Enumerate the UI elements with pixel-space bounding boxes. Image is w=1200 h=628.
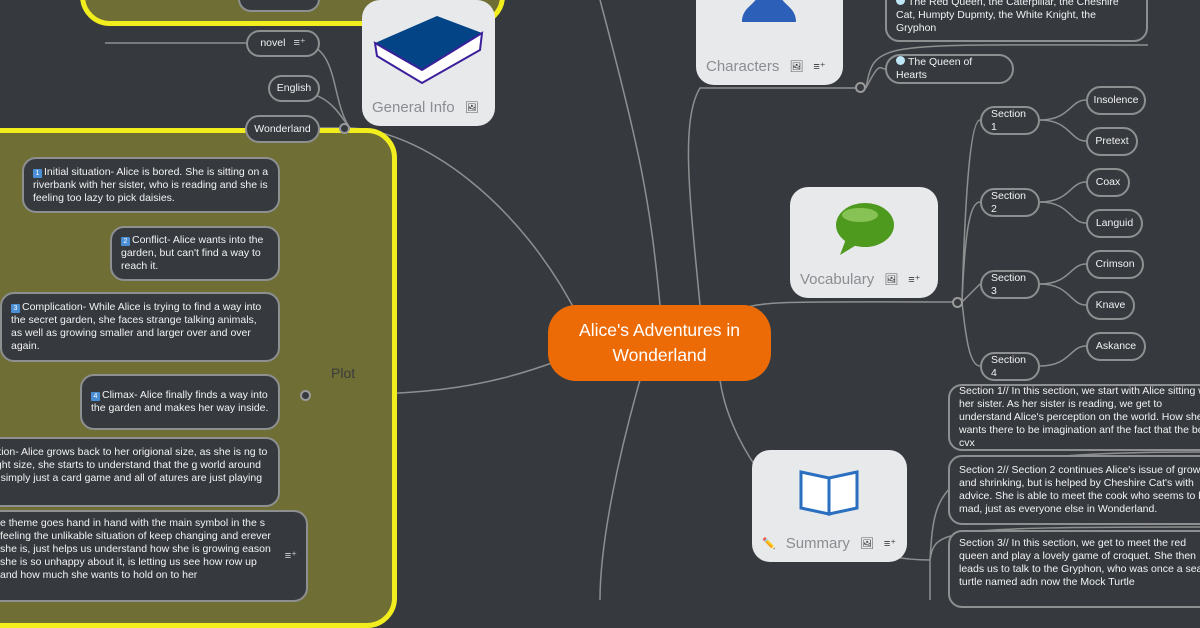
summary-item-2[interactable]: Section 2// Section 2 continues Alice's …: [948, 455, 1200, 525]
card-label: General Info: [372, 99, 455, 116]
card-label: Characters: [706, 58, 780, 75]
vocab-word[interactable]: Crimson: [1086, 250, 1144, 279]
plot-item-5[interactable]: ng Action- Alice grows back to her origi…: [0, 437, 280, 507]
image-icon[interactable]: 🖼: [464, 102, 479, 114]
plot-item-text: ng Action- Alice grows back to her origi…: [0, 446, 268, 497]
node-label: Section 1: [991, 107, 1027, 133]
speech-bubble-icon: [836, 203, 894, 255]
number-4-icon: 4: [91, 392, 100, 401]
node-label: Insolence: [1093, 94, 1139, 106]
characters-item-1[interactable]: The Red Queen, the Caterpillar, the Ches…: [885, 0, 1148, 42]
number-2-icon: 2: [121, 237, 130, 246]
node-label: Languid: [1095, 217, 1134, 229]
plot-item-text: Conflict- Alice wants into the garden, b…: [121, 234, 264, 272]
number-3-icon: 3: [11, 304, 20, 313]
characters-junction: [855, 82, 866, 93]
node-label: Coax: [1095, 176, 1121, 188]
card-label: Summary: [785, 535, 850, 552]
image-icon[interactable]: 🖼: [859, 538, 874, 550]
node-label: Pretext: [1095, 135, 1129, 147]
vocab-section-4[interactable]: Section 4: [980, 352, 1040, 381]
note-icon[interactable]: ≡⁺: [813, 61, 826, 73]
people-icon: [742, 0, 796, 22]
node-label: novel: [260, 37, 286, 49]
vocab-section-2[interactable]: Section 2: [980, 188, 1040, 217]
plot-item-6[interactable]: e theme goes hand in hand with the main …: [0, 510, 308, 602]
note-icon[interactable]: ≡⁺: [883, 538, 897, 550]
vocab-word[interactable]: Insolence: [1086, 86, 1146, 115]
general-info-card[interactable]: General Info 🖼: [362, 0, 495, 126]
plot-label: Plot: [331, 365, 356, 381]
bullet-icon: [896, 56, 905, 65]
vocab-word[interactable]: Pretext: [1086, 127, 1138, 156]
plot-item-text: Climax- Alice finally finds a way into t…: [91, 389, 269, 414]
characters-item-2[interactable]: The Queen of Hearts: [885, 54, 1014, 84]
node-label: Wonderland: [254, 122, 311, 135]
characters-card[interactable]: Characters 🖼 ≡⁺: [696, 0, 843, 85]
note-icon[interactable]: ≡⁺: [284, 549, 297, 562]
node-label: Section 2: [991, 189, 1027, 215]
general-info-junction: [339, 123, 350, 134]
vocab-word[interactable]: Askance: [1086, 332, 1146, 361]
open-book-icon: [799, 470, 859, 516]
image-icon[interactable]: 🖼: [884, 274, 899, 286]
node-label: Section 3// In this section, we get to m…: [959, 537, 1200, 588]
pencil-icon: ✏️: [762, 538, 776, 550]
central-topic[interactable]: Alice's Adventures in Wonderland: [548, 305, 771, 381]
vocab-word[interactable]: Languid: [1086, 209, 1143, 238]
node-label: Section 4: [991, 353, 1027, 379]
vocab-word[interactable]: Knave: [1086, 291, 1135, 320]
number-1-icon: 1: [33, 168, 42, 178]
node-label: Section 3: [991, 271, 1027, 297]
node-label: Section 1// In this section, we start wi…: [959, 385, 1200, 449]
image-icon[interactable]: 🖼: [789, 61, 804, 73]
general-info-novel[interactable]: novel ≡⁺: [246, 30, 320, 57]
vocab-section-1[interactable]: Section 1: [980, 106, 1040, 135]
vocab-section-3[interactable]: Section 3: [980, 270, 1040, 299]
node-label: English: [276, 82, 312, 94]
node-label: Askance: [1095, 340, 1137, 352]
general-info-wonderland[interactable]: Wonderland: [245, 115, 320, 143]
node-label: The Queen of Hearts: [896, 56, 973, 81]
plot-item-text: Complication- While Alice is trying to f…: [11, 301, 262, 352]
plot-junction: [300, 390, 311, 401]
plot-item-text: Initial situation- Alice is bored. She i…: [33, 165, 269, 204]
bullet-icon: [896, 0, 905, 5]
vocabulary-junction: [952, 297, 963, 308]
summary-item-3[interactable]: Section 3// In this section, we get to m…: [948, 530, 1200, 608]
plot-item-text: e theme goes hand in hand with the main …: [0, 517, 271, 581]
cut-off-node[interactable]: [238, 0, 320, 12]
general-info-english[interactable]: English: [268, 75, 320, 102]
vocab-word[interactable]: Coax: [1086, 168, 1130, 197]
card-label: Vocabulary: [800, 271, 875, 288]
node-label: Section 2// Section 2 continues Alice's …: [959, 464, 1200, 515]
note-icon[interactable]: ≡⁺: [908, 274, 921, 286]
summary-item-1[interactable]: Section 1// In this section, we start wi…: [948, 384, 1200, 451]
node-label: The Red Queen, the Caterpillar, the Ches…: [896, 0, 1119, 34]
node-label: Knave: [1095, 299, 1126, 311]
summary-card[interactable]: ✏️ Summary 🖼 ≡⁺: [752, 450, 907, 562]
book-icon: [373, 16, 484, 85]
central-title: Alice's Adventures in Wonderland: [579, 320, 740, 365]
note-icon[interactable]: ≡⁺: [293, 37, 306, 49]
vocabulary-card[interactable]: Vocabulary 🖼 ≡⁺: [790, 187, 938, 298]
node-label: Crimson: [1095, 258, 1135, 270]
